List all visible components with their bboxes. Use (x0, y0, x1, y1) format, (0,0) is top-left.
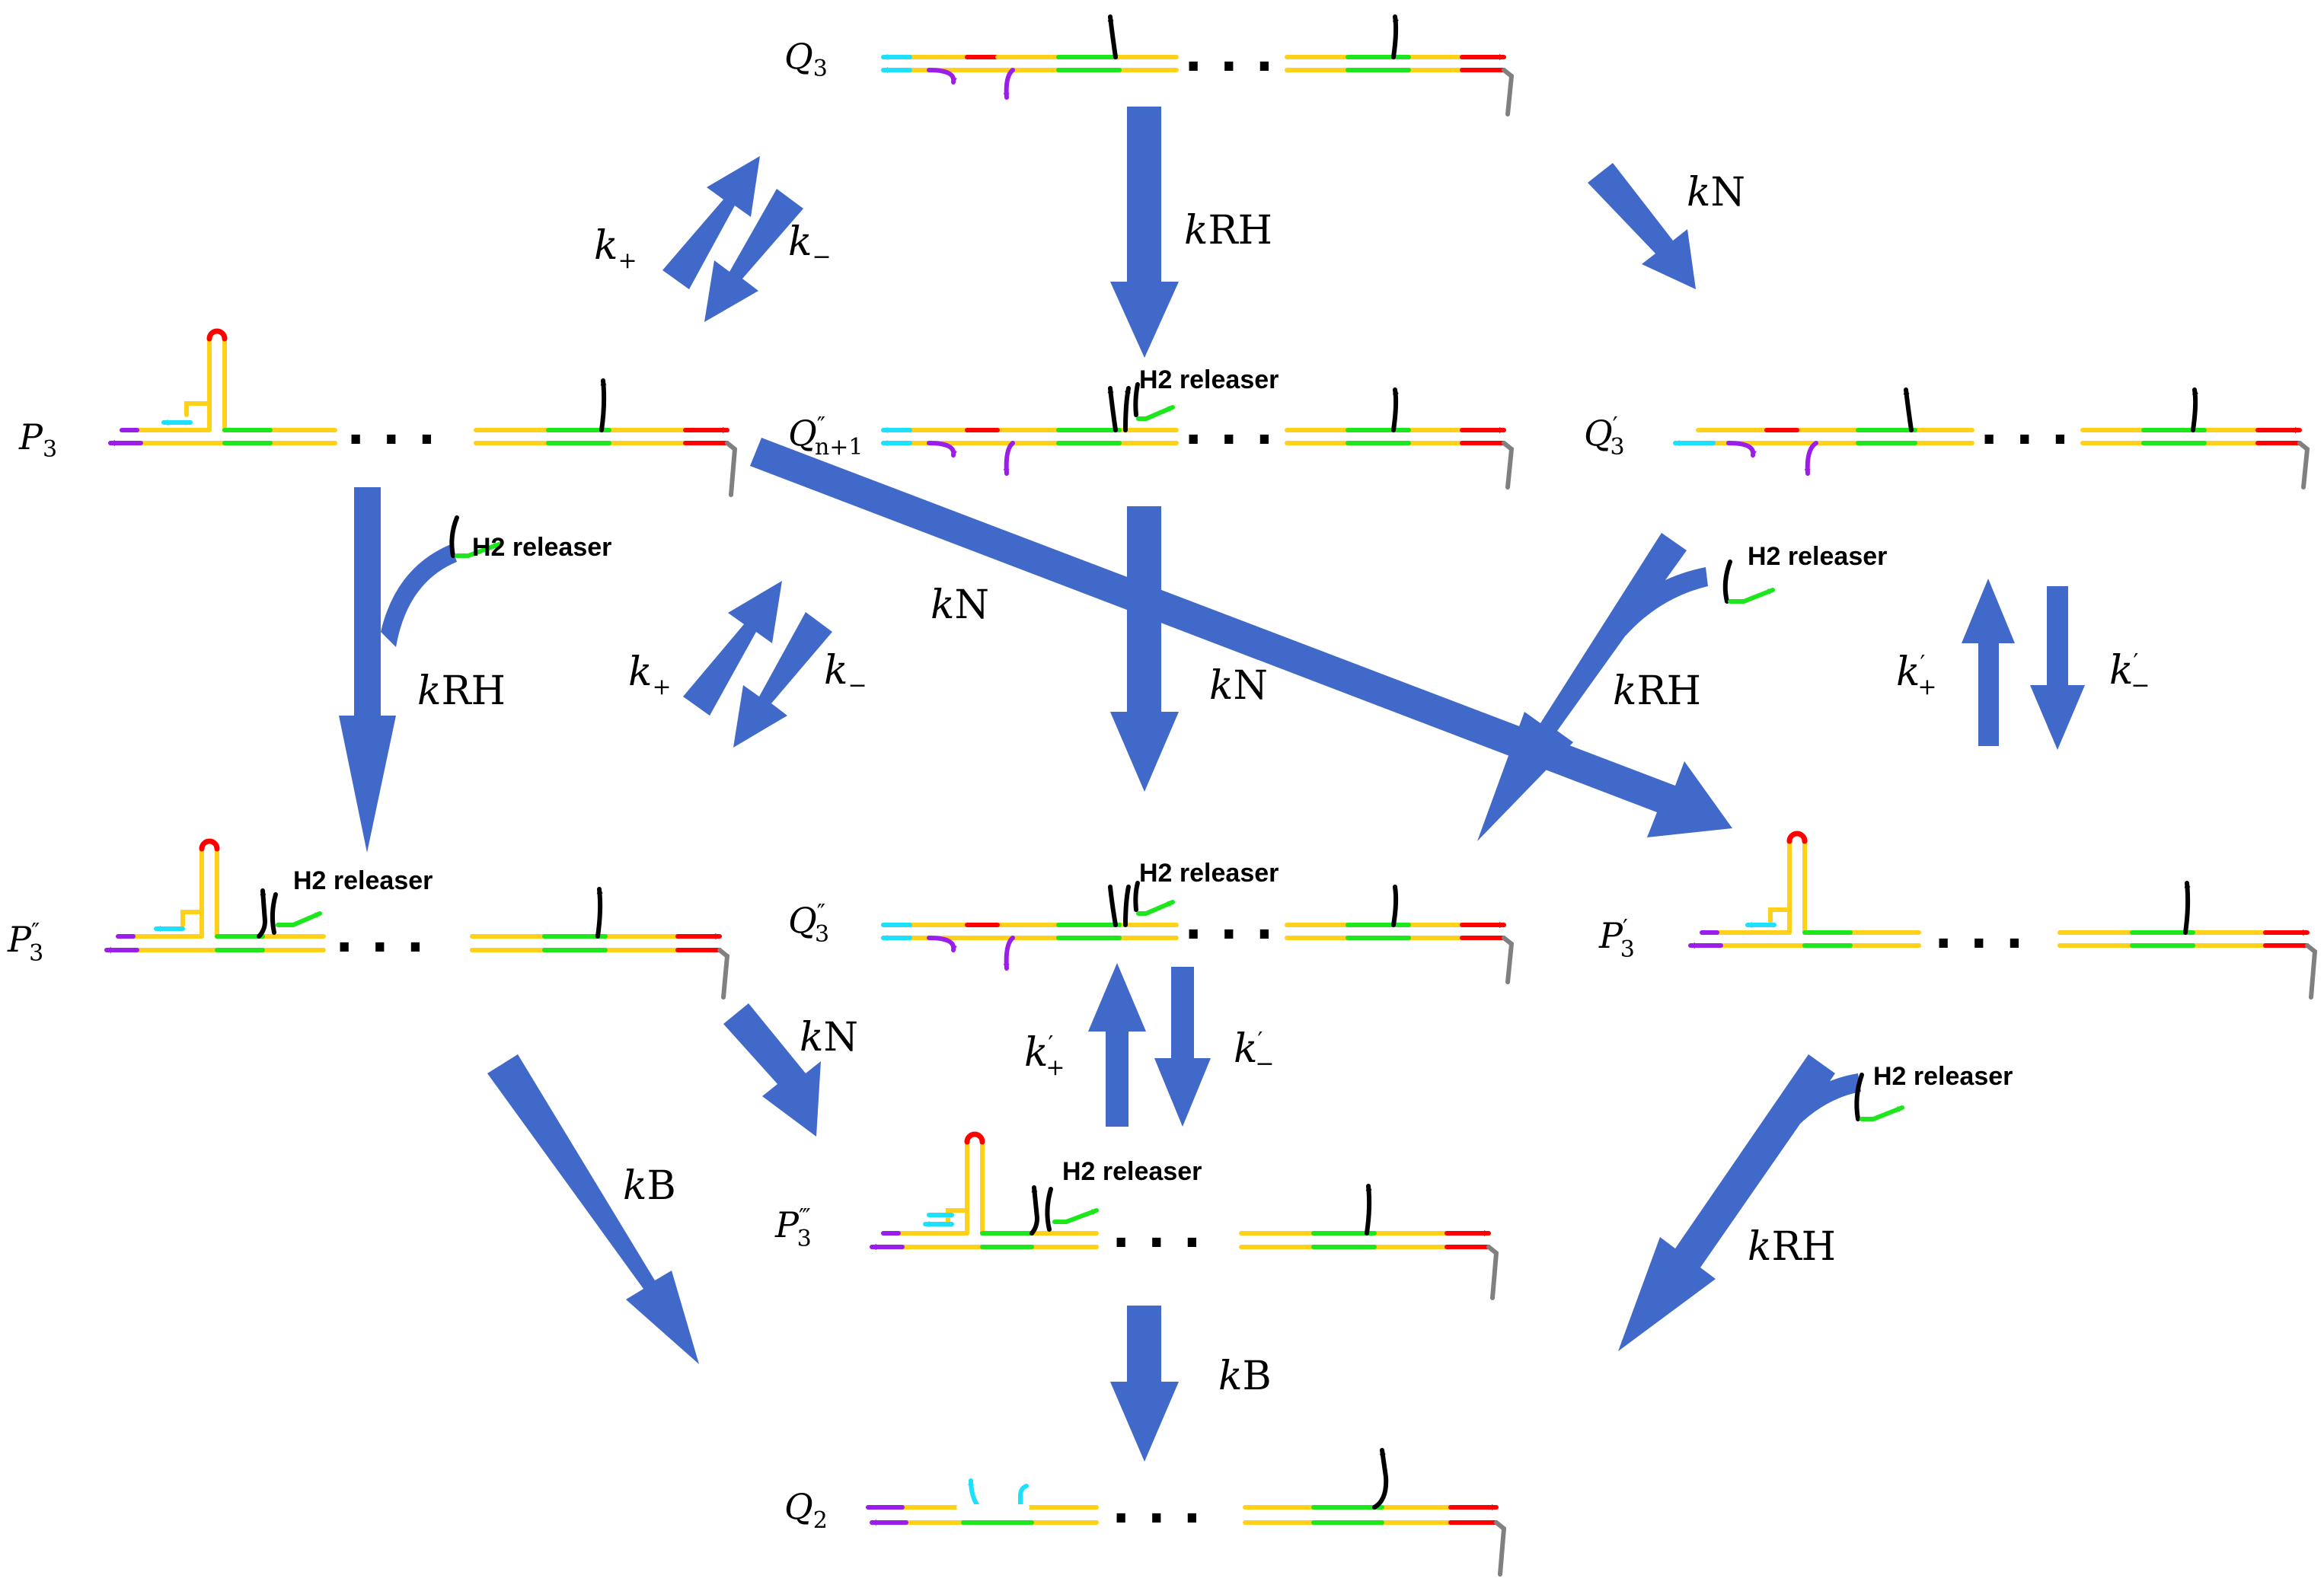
ellipsis-p3p: . . . (1934, 904, 2024, 960)
rate-kplus-top: k+ (594, 223, 637, 274)
arrow-p3-to-p3pp-krh (339, 487, 396, 853)
rate-kprimeplus-center: k′+ (1024, 1030, 1065, 1081)
arrow-p3p-to-q2-krh (1618, 1054, 1835, 1351)
complex-p3 (108, 328, 738, 497)
release-label-q3p-arrow: H2 releaser (1748, 542, 1887, 571)
rate-kn-top: kN (1687, 170, 1745, 215)
rate-labels: kRH kN k+ k− kRH k+ k− kN kN kRH k′+ (417, 170, 2150, 1399)
release-label-p3ppp: H2 releaser (1062, 1157, 1202, 1186)
complex-q3p (1673, 387, 2310, 489)
release-label-p3pp: H2 releaser (293, 866, 433, 895)
h2-releaser-labels: H2 releaser H2 releaser H2 releaser H2 r… (293, 365, 2013, 1186)
label-q3: Q3 (784, 36, 828, 82)
rate-krh-left: kRH (417, 668, 506, 714)
ellipsis-q3pp: . . . (1184, 894, 1274, 951)
arrow-qn1-to-p3pp-kminus (733, 612, 832, 748)
rate-kb-left: kB (623, 1163, 676, 1209)
rate-kprimeminus-right: k′− (2109, 648, 2150, 699)
arrow-p3ppp-to-q3pp-kprimeplus (1088, 963, 1146, 1127)
rate-kb-bottom: kB (1218, 1354, 1272, 1399)
complex-p3ppp (870, 1131, 1499, 1300)
arrow-q3p-to-p3p-kprimeminus (2030, 586, 2085, 750)
release-label-qn1: H2 releaser (1139, 365, 1279, 394)
complex-qn1pp (881, 382, 1515, 489)
release-label-q3pp: H2 releaser (1139, 859, 1279, 888)
ellipsis-q3p: . . . (1980, 400, 2070, 456)
rate-krh-right: kRH (1613, 668, 1701, 714)
rate-kminus-top: k− (788, 219, 832, 270)
rate-krh-lower-right: kRH (1748, 1224, 1836, 1270)
rate-kminus-mid: k− (824, 648, 867, 699)
ellipsis-p3pp: . . . (335, 907, 425, 964)
release-label-p3p-arrow: H2 releaser (1873, 1062, 2013, 1091)
ellipsis-p3: . . . (346, 400, 436, 456)
arrow-q3-to-q3p-kn (1588, 163, 1696, 289)
label-p3: P3 (18, 416, 57, 463)
arrow-p3p-to-q3p-kprimeplus (1962, 579, 2015, 746)
ellipses: . . . . . . . . . . . . . . . . . . . . … (335, 27, 2070, 1535)
label-p3ppp: P‴3 (774, 1204, 812, 1252)
reaction-arrows (339, 107, 2085, 1462)
complex-p3p (1688, 831, 2318, 1000)
ellipsis-p3ppp: . . . (1112, 1203, 1202, 1259)
ellipsis-q2: . . . (1112, 1478, 1202, 1535)
arrow-p3pp-to-q2-kb (487, 1054, 699, 1364)
arrow-p3pp-to-qn1-kplus (683, 581, 782, 716)
arrow-p3-to-q3-kplus (662, 156, 760, 289)
rate-kn-diagonal: kN (931, 582, 989, 628)
arrow-p3pp-to-p3ppp-kn (723, 1003, 821, 1137)
complex-q2 (866, 1448, 1507, 1577)
arrow-q3-to-p3-kminus (704, 189, 803, 322)
rate-kprimeminus-center: k′− (1234, 1026, 1274, 1077)
complex-q3 (881, 14, 1515, 116)
label-q3pp: Q″3 (788, 900, 829, 948)
ellipsis-q3: . . . (1184, 27, 1274, 83)
arrow-q3p-to-p3p-krh-branch (1611, 567, 1708, 636)
arrow-q3-to-qn1-krh (1110, 107, 1179, 358)
h2-releaser-strands (449, 515, 1904, 1121)
arrow-q3pp-to-p3ppp-kprimeminus (1154, 967, 1211, 1127)
arrow-p3-to-p3p-kn (750, 438, 1732, 837)
rate-krh-top: kRH (1184, 208, 1272, 254)
ellipsis-qn1: . . . (1184, 400, 1274, 456)
arrow-p3ppp-to-q2-kb (1110, 1306, 1179, 1462)
complex-q3pp (881, 881, 1515, 984)
rate-kn-center: kN (1209, 663, 1268, 709)
rate-kplus-mid: k+ (628, 649, 672, 700)
label-p3p: P′3 (1598, 915, 1635, 963)
label-qn1pp: Q″n+1 (788, 413, 863, 461)
rate-kprimeplus-right: k′+ (1896, 649, 1936, 700)
species-labels: Q3 Q″n+1 Q′3 P3 P″3 Q″3 P′3 P‴3 Q2 (7, 36, 1635, 1534)
release-label-p3-arrow: H2 releaser (472, 533, 611, 562)
arrow-p3p-to-q2-krh-branch (1778, 1073, 1861, 1130)
label-p3pp: P″3 (7, 919, 43, 967)
complex-p3pp (104, 838, 730, 1000)
label-q3p: Q′3 (1584, 413, 1625, 461)
arrow-qn1-to-q3pp-kn (1110, 506, 1179, 792)
rate-kn-lower-left: kN (800, 1015, 858, 1060)
label-q2: Q2 (784, 1486, 828, 1534)
dna-complexes (104, 14, 2318, 1577)
arrow-p3-to-p3pp-krh-branch (381, 544, 457, 647)
